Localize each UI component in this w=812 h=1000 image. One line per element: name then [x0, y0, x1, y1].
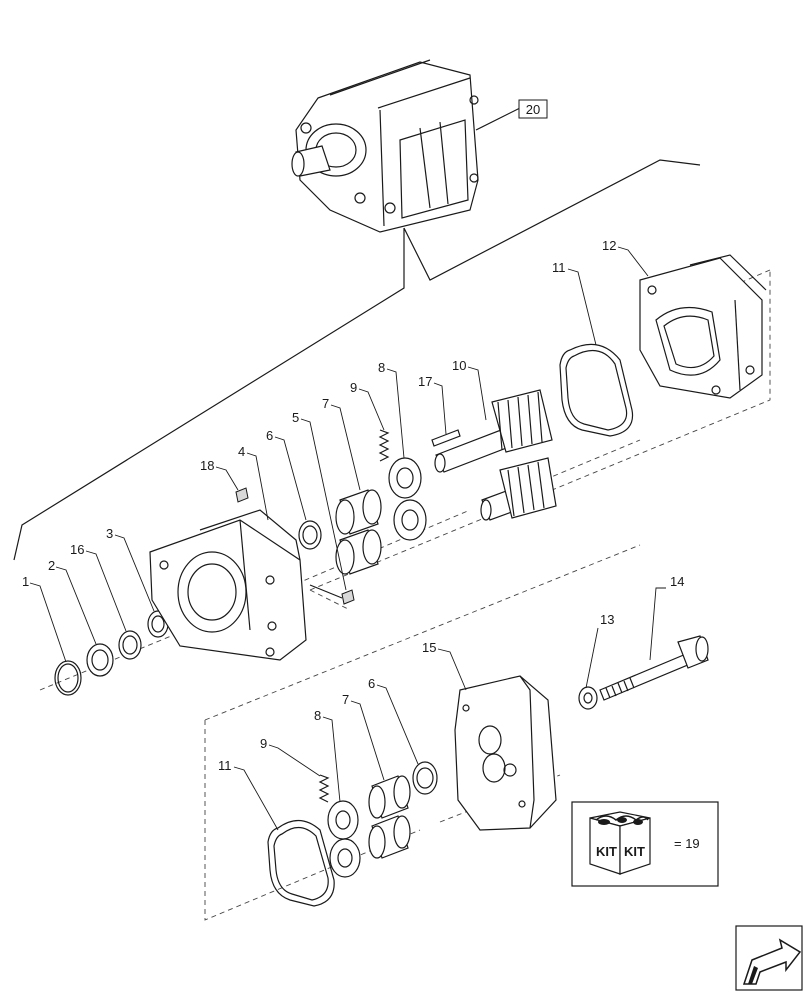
kit-label-right: KIT [624, 844, 645, 859]
part-6-ring-upper [298, 520, 322, 550]
callout-6: 6 [266, 428, 273, 443]
part-12-rear-housing [639, 254, 767, 399]
part-14-bolt [599, 635, 709, 701]
part-8-bushing-lower [327, 800, 361, 878]
part-8-bushing-upper [388, 457, 427, 541]
part-7-needle-bearings-upper [335, 489, 382, 575]
kit-legend-box: KIT KIT = 19 [571, 801, 719, 887]
callout-1: 1 [22, 574, 29, 589]
callout-11: 11 [552, 260, 566, 275]
callout-18: 18 [200, 458, 214, 473]
next-page-arrow-icon[interactable] [735, 925, 803, 991]
part-16-seal [118, 630, 142, 660]
callout-5: 5 [292, 410, 299, 425]
part-9-spring-lower [318, 774, 330, 803]
kit-quantity-label: = 19 [674, 836, 700, 851]
callout-6-lower: 6 [368, 676, 375, 691]
kit-label-left: KIT [596, 844, 617, 859]
part-11-gasket-upper [559, 343, 634, 437]
part-13-washer [578, 686, 598, 710]
callout-13: 13 [600, 612, 614, 627]
callout-16: 16 [70, 542, 84, 557]
part-5-pin [309, 584, 355, 605]
callout-labels: 1 2 16 3 4 18 6 5 7 9 8 17 10 11 12 15 1… [22, 238, 684, 831]
callout-12: 12 [602, 238, 616, 253]
pump-assembly-illustration [291, 59, 521, 233]
callout-7-lower: 7 [342, 692, 349, 707]
part-9-spring-upper [378, 429, 390, 462]
callout-8: 8 [378, 360, 385, 375]
part-18-screw [235, 487, 249, 503]
reference-box-20: 20 [518, 99, 548, 119]
callout-9-lower: 9 [260, 736, 267, 751]
part-1-o-ring [54, 660, 82, 696]
part-11-gasket-lower [267, 819, 335, 907]
callout-10: 10 [452, 358, 466, 373]
callout-17: 17 [418, 374, 432, 389]
part-15-plate [454, 675, 557, 831]
explosion-bracket [13, 159, 701, 561]
part-7-needle-bearings-lower [368, 775, 411, 859]
callout-4: 4 [238, 444, 245, 459]
callout-9: 9 [350, 380, 357, 395]
part-17-key [431, 429, 461, 447]
part-2-bearing [86, 643, 114, 677]
callout-7: 7 [322, 396, 329, 411]
callout-15: 15 [422, 640, 436, 655]
kit-box-icon: KIT KIT [589, 811, 651, 875]
callout-2: 2 [48, 558, 55, 573]
reference-number: 20 [526, 102, 540, 117]
part-10-gear-shaft [434, 389, 557, 521]
part-6-ring-lower [412, 761, 438, 795]
callout-14: 14 [670, 574, 684, 589]
callout-11-lower: 11 [218, 758, 232, 773]
callout-3: 3 [106, 526, 113, 541]
part-4-front-cover [149, 509, 307, 661]
callout-8-lower: 8 [314, 708, 321, 723]
